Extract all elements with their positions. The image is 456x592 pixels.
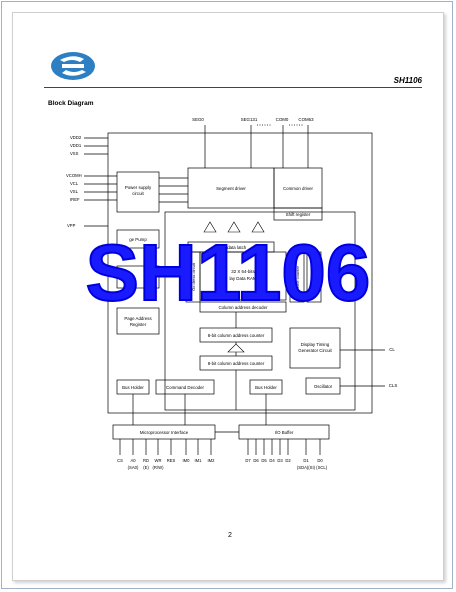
- timing-generator-block: [289, 327, 341, 369]
- pin-res: RES: [167, 458, 176, 463]
- pin-im1: IM1: [195, 458, 203, 463]
- column-decoder-block: [199, 301, 287, 313]
- pin-vss: VSS: [70, 151, 79, 156]
- segment-driver-label: Segment driver: [216, 186, 246, 191]
- page-address-block: [116, 307, 160, 335]
- bus-holder-2-label: Bus Holder: [255, 385, 277, 390]
- osc-select-label-1: Os: [147, 272, 153, 277]
- company-logo: [51, 52, 95, 80]
- charge-pump-label: ge Pump: [129, 237, 147, 242]
- pin-d5: D5: [261, 458, 267, 463]
- pin-seg0: SEG0: [192, 117, 204, 122]
- column-decoder-label: Column address decoder: [218, 305, 268, 310]
- pin-cs: CS: [117, 458, 123, 463]
- display-latch-label: splay data latch: [216, 245, 247, 250]
- column-counter-1-label: 8-bit column address counter: [208, 333, 265, 338]
- pin-d4: D4: [269, 458, 275, 463]
- chip-name-overlay: SH1106: [85, 227, 372, 318]
- pin-iref: IREF: [70, 197, 80, 202]
- pin-com63: COM63: [298, 117, 314, 122]
- shift-register-block: [273, 207, 323, 221]
- page-number: 2: [228, 532, 232, 539]
- pin-vdd1: VDD1: [70, 143, 82, 148]
- chip-boundary: [107, 132, 373, 414]
- pin-d6: D6: [253, 458, 259, 463]
- io-buffer-label: I/O Buffer: [275, 430, 294, 435]
- charge-pump-block: [116, 229, 160, 249]
- timing-label-2: Generator Circuit: [298, 348, 332, 353]
- ram-label-1: 32 X 64-bits: [231, 269, 255, 274]
- timing-label-1: Display Timing: [301, 342, 330, 347]
- pin-e: (E): [143, 465, 149, 470]
- pin-seg131: SEG131: [241, 117, 258, 122]
- common-driver-label: Common driver: [283, 186, 314, 191]
- mpu-interface-label: Microprocessor Interface: [140, 430, 189, 435]
- osc-select-label-2: sele: [146, 278, 155, 283]
- row-decoder-label: Oo dress circuit: [191, 262, 196, 291]
- header-rule: [44, 87, 422, 88]
- pin-vdd2: VDD2: [70, 135, 82, 140]
- osc-select-block: [116, 265, 160, 289]
- core-boundary: [164, 211, 356, 411]
- display-line-register-block: [306, 251, 322, 303]
- pin-d7: D7: [245, 458, 251, 463]
- pin-vcl: VCL: [70, 181, 79, 186]
- display-line-register-label: Display line register: [312, 259, 317, 295]
- pin-vsl: VSL: [70, 189, 79, 194]
- chip-title: SH1106: [393, 76, 422, 85]
- pin-cl: CL: [389, 347, 395, 352]
- power-supply-label-1: Power supply: [125, 185, 152, 190]
- pin-vpp: VPP: [67, 223, 76, 228]
- bus-holder-1-label: Bus Holder: [122, 385, 144, 390]
- ram-label-2: lay Data RAM: [229, 276, 256, 281]
- pin-rw: (R/W): [153, 465, 165, 470]
- pin-sda-scl: (SDA)(SI) (SCL): [297, 465, 328, 470]
- shift-register-label: Shift register: [286, 212, 311, 217]
- command-decoder-label: Command Decoder: [166, 385, 205, 390]
- pin-a0: A0: [130, 458, 136, 463]
- line-counter-block: [289, 251, 305, 303]
- pin-im2: IM2: [208, 458, 216, 463]
- pin-sa0: (SA0): [128, 465, 139, 470]
- pin-d1: D1: [303, 458, 309, 463]
- page-address-label-1: Page Address: [124, 316, 152, 321]
- pin-vcomh: VCOMH: [66, 173, 82, 178]
- pin-d3: D3: [277, 458, 283, 463]
- pin-com0: COM0: [276, 117, 289, 122]
- oscillator-label: Oscillator: [314, 384, 333, 389]
- section-title: Block Diagram: [48, 100, 94, 107]
- pin-rd: RD: [143, 458, 149, 463]
- pin-d2: D2: [285, 458, 291, 463]
- page-address-label-2: Register: [130, 322, 147, 327]
- pin-d0: D0: [317, 458, 323, 463]
- row-decoder-block: [185, 251, 201, 303]
- pin-wr: WR: [155, 458, 162, 463]
- power-supply-label-2: circuit: [132, 191, 144, 196]
- pin-im0: IM0: [183, 458, 191, 463]
- line-counter-label: Line counter: [295, 265, 300, 288]
- column-counter-2-label: 8-bit column address counter: [208, 361, 265, 366]
- pin-cls: CLS: [389, 383, 398, 388]
